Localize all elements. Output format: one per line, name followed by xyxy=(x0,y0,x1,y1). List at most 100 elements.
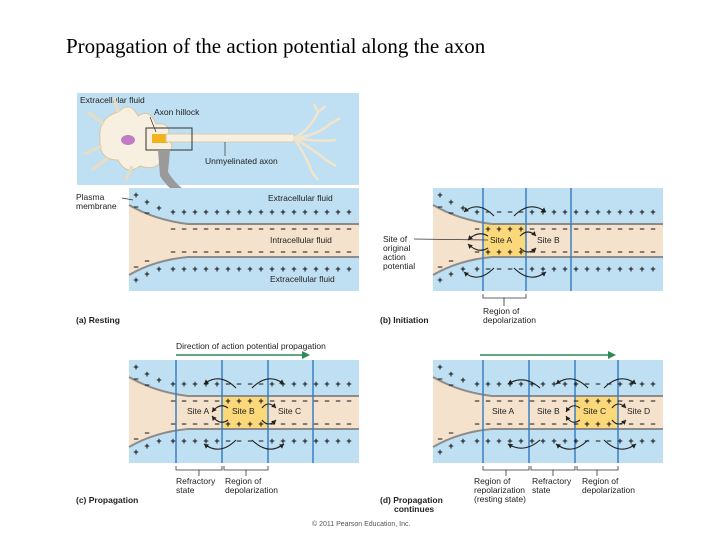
minus-sign: − xyxy=(258,436,263,446)
plus-sign: + xyxy=(606,264,611,274)
minus-sign: − xyxy=(302,224,307,234)
plus-sign: + xyxy=(584,264,589,274)
panel-a-resting: Plasma membrane Extracellular fluid Intr… xyxy=(76,188,359,325)
minus-sign: − xyxy=(269,224,274,234)
plus-sign: + xyxy=(529,379,534,389)
plus-sign: + xyxy=(460,436,465,446)
minus-sign: − xyxy=(573,247,578,257)
plus-sign: + xyxy=(507,379,512,389)
plus-sign: + xyxy=(203,207,208,217)
minus-sign: − xyxy=(507,396,512,406)
minus-sign: − xyxy=(437,374,442,384)
plus-sign: + xyxy=(291,207,296,217)
depolarized-zone-c xyxy=(222,396,268,429)
plus-sign: + xyxy=(280,379,285,389)
minus-sign: − xyxy=(606,436,611,446)
current-arrowhead xyxy=(204,444,209,449)
minus-sign: − xyxy=(181,224,186,234)
minus-sign: − xyxy=(529,247,534,257)
minus-sign: − xyxy=(258,224,263,234)
minus-sign: − xyxy=(540,224,545,234)
plus-sign: + xyxy=(606,207,611,217)
plus-sign: + xyxy=(324,207,329,217)
plus-sign: + xyxy=(236,264,241,274)
plus-sign: + xyxy=(460,203,465,213)
label-region-b-1: Region of xyxy=(483,306,520,316)
current-arrowhead xyxy=(565,416,571,421)
minus-sign: − xyxy=(529,224,534,234)
plus-sign: + xyxy=(214,436,219,446)
plus-sign: + xyxy=(302,379,307,389)
label-extracellular-fluid-top: Extracellular fluid xyxy=(80,95,145,105)
label-site-b-d: Site B xyxy=(537,406,560,416)
minus-sign: − xyxy=(595,224,600,234)
plus-sign: + xyxy=(313,264,318,274)
minus-sign: − xyxy=(437,202,442,212)
plus-sign: + xyxy=(346,264,351,274)
plus-sign: + xyxy=(346,379,351,389)
plus-sign: + xyxy=(540,207,545,217)
plus-sign: + xyxy=(562,264,567,274)
membrane-upper-b xyxy=(432,204,663,225)
membrane-pointer xyxy=(121,197,134,201)
label-intracellular: Intracellular fluid xyxy=(270,235,332,245)
label-site-d-d: Site D xyxy=(627,406,650,416)
minus-sign: − xyxy=(628,419,633,429)
plus-sign: + xyxy=(133,362,138,372)
plus-sign: + xyxy=(225,396,230,406)
plus-sign: + xyxy=(474,436,479,446)
minus-sign: − xyxy=(628,247,633,257)
label-site-original-3: action xyxy=(383,252,406,262)
current-arrowhead xyxy=(531,248,536,253)
plus-sign: + xyxy=(247,207,252,217)
minus-sign: − xyxy=(573,396,578,406)
minus-sign: − xyxy=(346,396,351,406)
depolarized-zone-b xyxy=(483,224,526,257)
plus-sign: + xyxy=(518,224,523,234)
plus-sign: + xyxy=(595,207,600,217)
minus-sign: − xyxy=(606,224,611,234)
membrane-upper xyxy=(128,204,359,225)
plus-sign: + xyxy=(225,264,230,274)
minus-sign: − xyxy=(518,396,523,406)
direction-arrowhead-c xyxy=(302,351,310,359)
minus-sign: − xyxy=(474,224,479,234)
plus-sign: + xyxy=(324,436,329,446)
label-site-a-d: Site A xyxy=(492,406,515,416)
plus-sign: + xyxy=(258,264,263,274)
plus-sign: + xyxy=(529,264,534,274)
plus-sign: + xyxy=(236,396,241,406)
plus-sign: + xyxy=(562,379,567,389)
minus-sign: − xyxy=(335,224,340,234)
plus-sign: + xyxy=(628,207,633,217)
label-region-b-2: depolarization xyxy=(483,315,536,325)
plus-sign: + xyxy=(170,207,175,217)
minus-sign: − xyxy=(170,396,175,406)
minus-sign: − xyxy=(324,224,329,234)
minus-sign: − xyxy=(437,434,442,444)
minus-sign: − xyxy=(203,396,208,406)
dendrites xyxy=(83,97,134,181)
label-region-c-1: Region of xyxy=(225,476,262,486)
minus-sign: − xyxy=(144,428,149,438)
plus-sign: + xyxy=(269,207,274,217)
minus-sign: − xyxy=(225,247,230,257)
plus-sign: + xyxy=(529,207,534,217)
minus-sign: − xyxy=(474,247,479,257)
plus-sign: + xyxy=(551,379,556,389)
caption-a: (a) Resting xyxy=(76,315,120,325)
plus-sign: + xyxy=(573,207,578,217)
current-arrowhead xyxy=(271,420,276,425)
panel-d-propagation-continues: Site A Site B Site C Site D Region of re… xyxy=(380,351,663,514)
plus-sign: + xyxy=(335,264,340,274)
current-arrowhead xyxy=(531,231,536,236)
plus-sign: + xyxy=(551,207,556,217)
plus-sign: + xyxy=(474,379,479,389)
minus-sign: − xyxy=(247,247,252,257)
plus-sign: + xyxy=(474,264,479,274)
plus-sign: + xyxy=(485,247,490,257)
current-arrowhead xyxy=(621,403,626,408)
current-arrowhead xyxy=(204,379,209,384)
plus-sign: + xyxy=(595,419,600,429)
